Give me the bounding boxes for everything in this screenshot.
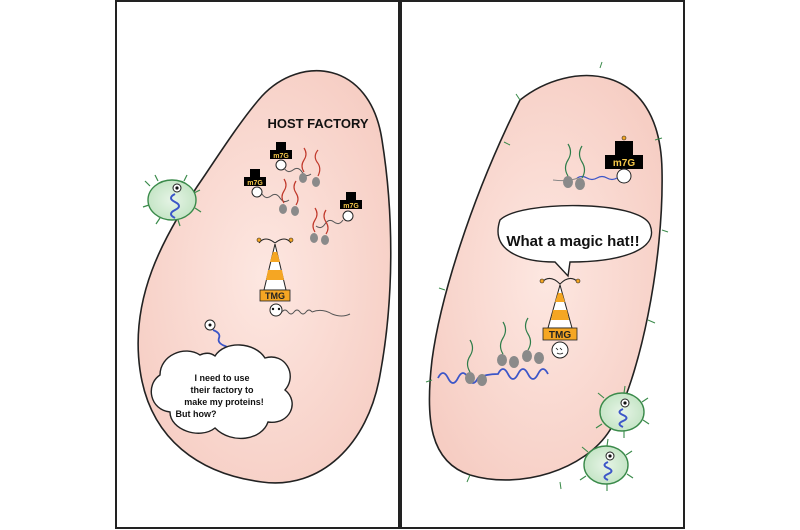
left-ribosomes (279, 173, 329, 245)
left-m7g-cap-2: m7G (244, 169, 290, 203)
right-m7g-cap: m7G (552, 135, 643, 184)
thought-line-1: I need to use (194, 373, 249, 383)
right-virus-1 (595, 385, 650, 438)
svg-text:m7G: m7G (613, 158, 635, 169)
host-factory-title: HOST FACTORY (267, 116, 368, 131)
thought-line-3: make my proteins! (184, 397, 264, 407)
right-viral-rna (437, 368, 549, 384)
thought-bubble: I need to use their factory to make my p… (150, 344, 293, 440)
left-virus (142, 174, 202, 227)
thought-line-2: their factory to (190, 385, 254, 395)
right-top-ribosomes (563, 143, 586, 190)
svg-text:m7G: m7G (273, 153, 289, 160)
right-tmg-cap: TMG (539, 278, 581, 359)
svg-text:m7G: m7G (343, 203, 359, 210)
left-peptides (281, 147, 329, 235)
right-ribosomes (465, 350, 544, 386)
svg-text:TMG: TMG (265, 291, 285, 301)
svg-text:TMG: TMG (549, 330, 571, 341)
left-m7g-cap-3: m7G (315, 192, 362, 229)
thought-line-4: But how? (176, 409, 217, 419)
right-peptides (466, 317, 532, 373)
left-tmg-cap: TMG (256, 237, 351, 317)
svg-text:m7G: m7G (247, 180, 263, 187)
speech-bubble: What a magic hat!! (497, 204, 653, 278)
right-virus-2 (579, 438, 634, 491)
speech-text: What a magic hat!! (506, 233, 639, 250)
